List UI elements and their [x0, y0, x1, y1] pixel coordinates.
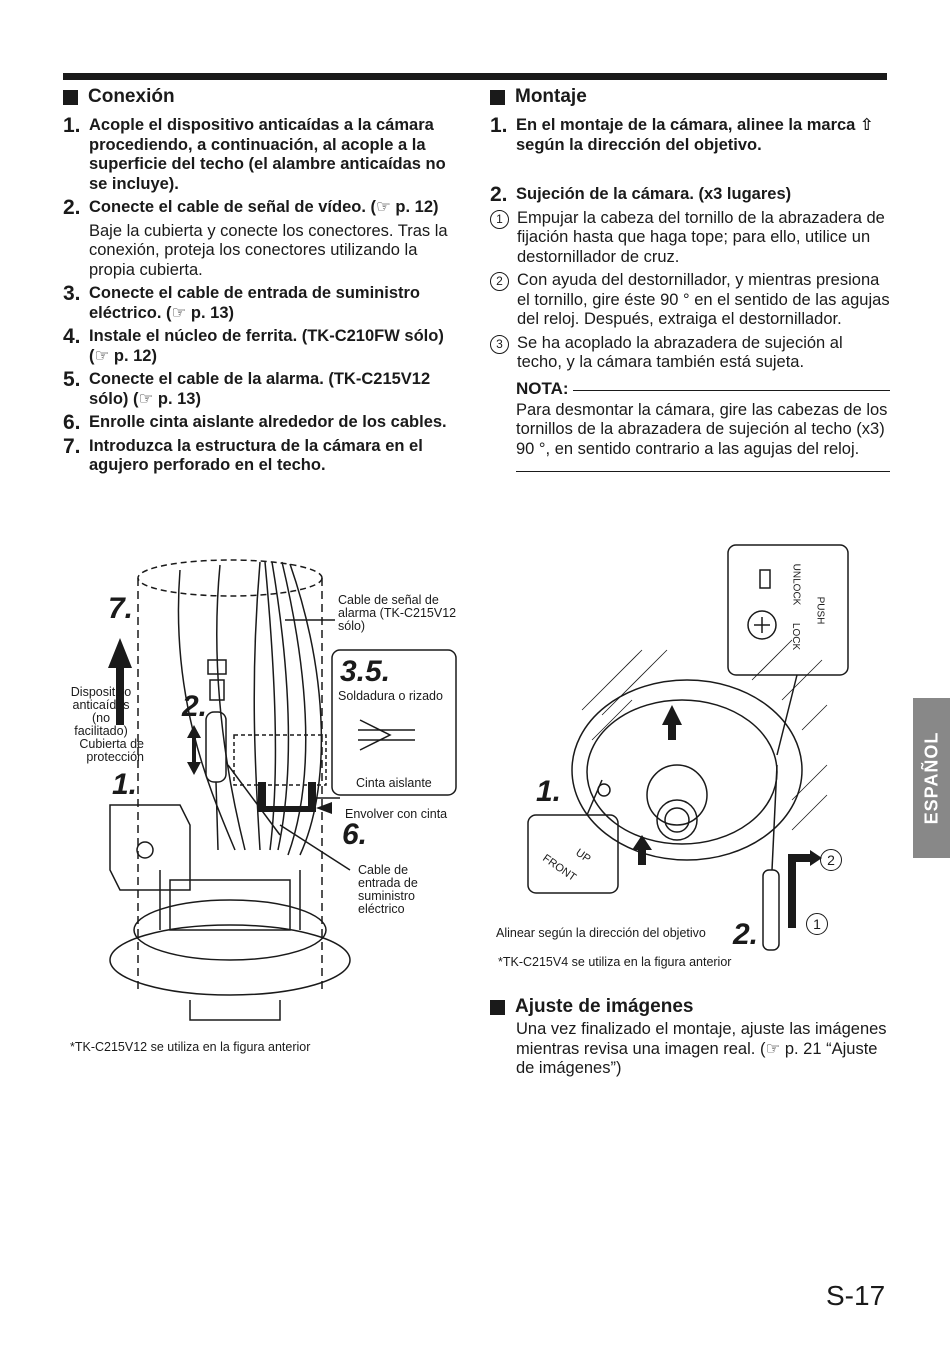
section-heading-conexion: Conexión [63, 86, 463, 108]
nota-text: Para desmontar la cámara, gire las cabez… [516, 400, 888, 458]
label-alinear: Alinear según la dirección del objetivo [496, 926, 706, 940]
label-cable-entrada: Cable de entrada de suministro eléctrico [358, 863, 418, 916]
label-soldadura: Soldadura o rizado [338, 689, 443, 703]
section-heading-ajuste: Ajuste de imágenes [490, 996, 890, 1018]
figure-step-6: 6. [342, 818, 368, 851]
montaje-step-1: 1. En el montaje de la cámara, alinee la… [490, 114, 874, 154]
step-4: 4. Instale el núcleo de ferrita. (TK-C21… [63, 325, 444, 365]
right-column: Montaje 1. En el montaje de la cámara, a… [490, 86, 890, 472]
substep-2: 2 Con ayuda del destornillador, y mientr… [490, 271, 890, 330]
nota-heading: NOTA: [516, 379, 890, 399]
figure-step-7: 7. [108, 592, 134, 625]
right-figure-caption: *TK-C215V4 se utiliza en la figura anter… [498, 955, 732, 969]
connection-diagram [108, 559, 457, 1021]
square-bullet-icon [490, 999, 505, 1015]
section-heading-montaje: Montaje [490, 86, 890, 108]
label-dispositivo: Dispositivo anticaídas (no facilitado) [70, 685, 132, 738]
label-cinta: Cinta aislante [356, 776, 432, 790]
label-unlock: UNLOCK [790, 563, 802, 606]
label-lock: LOCK [790, 622, 802, 651]
figure-step-2: 2. [182, 690, 208, 723]
substep-3: 3 Se ha acoplado la abrazadera de sujeci… [490, 334, 890, 373]
left-column: Conexión 1. Acople el dispositivo antica… [63, 86, 463, 480]
label-envolver: Envolver con cinta [345, 807, 448, 821]
step-2-note: Baje la cubierta y conecte los conectore… [89, 221, 448, 279]
square-bullet-icon [63, 89, 78, 105]
nota-divider [572, 390, 890, 391]
mount-figure-step-2: 2. [733, 918, 759, 951]
label-cubierta: Cubierta de protección [79, 737, 144, 764]
step-1: 1. Acople el dispositivo anticaídas a la… [63, 114, 446, 193]
label-cable-senal: Cable de señal de alarma (TK-C215V12 sól… [338, 593, 457, 633]
circled-number-1: 1 [490, 209, 509, 229]
left-figure-caption: *TK-C215V12 se utiliza en la figura ante… [70, 1040, 311, 1054]
montaje-step-2: 2. Sujeción de la cámara. (x3 lugares) [490, 183, 792, 206]
figure-step-35: 3.5. [340, 655, 391, 688]
substep-1: 1 Empujar la cabeza del tornillo de la a… [490, 209, 890, 268]
nota-bottom-rule [516, 471, 890, 472]
step-2: 2. Conecte el cable de señal de vídeo. (… [63, 197, 463, 280]
step-5: 5. Conecte el cable de la alarma. (TK-C2… [63, 368, 431, 408]
language-side-tab: ESPAÑOL [913, 698, 950, 858]
page-number: S-17 [826, 1280, 886, 1311]
step-7: 7. Introduzca la estructura de la cámara… [63, 434, 423, 475]
figure-circled-2: 2 [820, 849, 842, 871]
square-bullet-icon [490, 89, 505, 105]
circled-number-3: 3 [490, 334, 509, 354]
circled-number-2: 2 [490, 272, 509, 291]
mount-figure-step-1: 1. [536, 775, 562, 808]
figure-circled-1: 1 [806, 913, 828, 935]
step-6: 6. Enrolle cinta aislante alrededor de l… [63, 411, 447, 434]
top-rule [63, 73, 887, 80]
figure-step-1: 1. [112, 768, 138, 801]
step-3: 3. Conecte el cable de entrada de sumini… [63, 282, 421, 322]
label-push: PUSH [814, 596, 826, 625]
mounting-diagram [527, 544, 849, 951]
ajuste-section: Ajuste de imágenes Una vez finalizado el… [490, 996, 890, 1079]
